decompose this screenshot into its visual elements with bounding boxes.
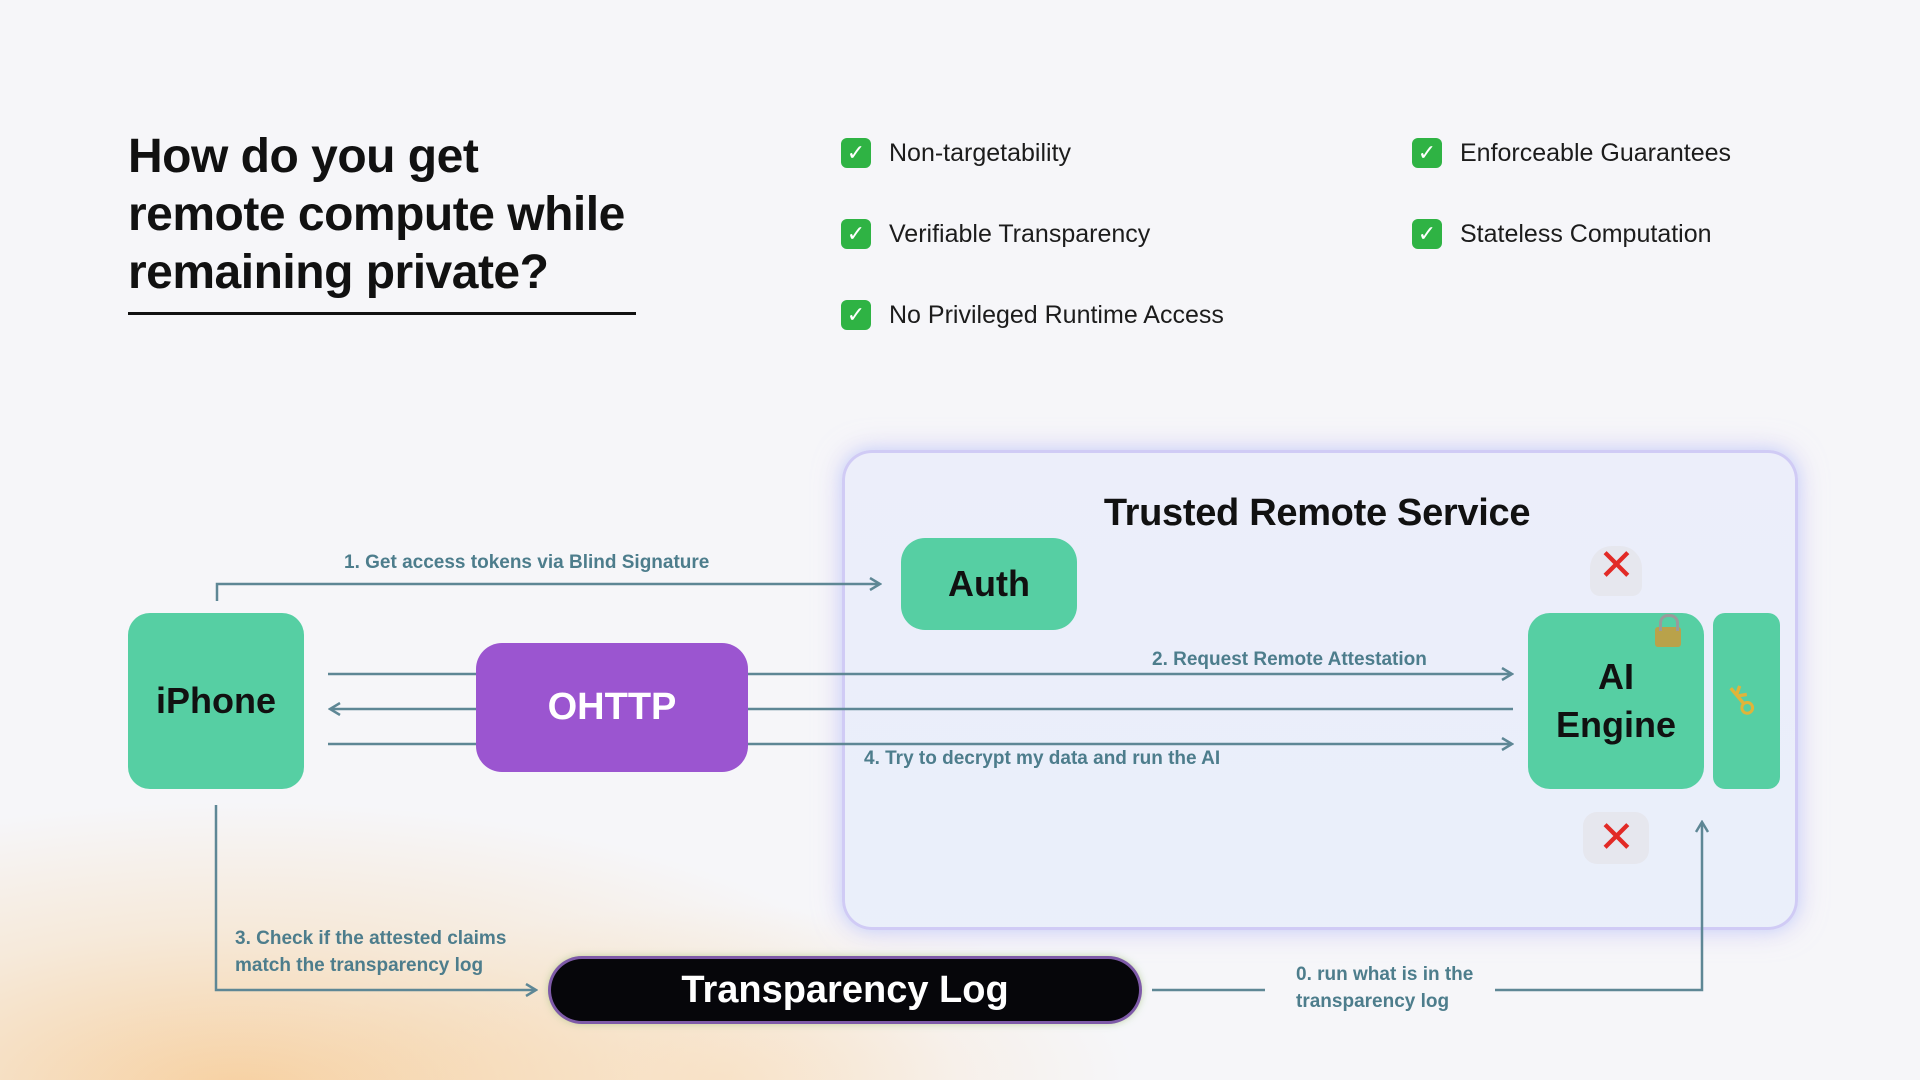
checkmark-icon: ✓ xyxy=(841,219,871,249)
title-line-3: remaining private? xyxy=(128,246,549,299)
checkmark-icon: ✓ xyxy=(841,300,871,330)
panel-title: Trusted Remote Service xyxy=(1103,492,1531,534)
page-title: How do you get remote compute while rema… xyxy=(128,128,648,302)
checklist-label: Enforceable Guarantees xyxy=(1460,138,1732,167)
step0-label-line1: 0. run what is in the xyxy=(1296,964,1474,985)
step3-label: 3. Check if the attested claims match th… xyxy=(235,925,506,979)
ai-engine-node: AI Engine xyxy=(1528,613,1704,789)
checklist-item-stateless-computation: ✓ Stateless Computation xyxy=(1412,219,1712,249)
ai-engine-label-line1: AI xyxy=(1597,656,1634,697)
transparency-log-node: Transparency Log xyxy=(551,959,1139,1021)
checklist-item-no-privileged-runtime-access: ✓ No Privileged Runtime Access xyxy=(841,300,1224,330)
storage-icon xyxy=(1583,812,1649,864)
step3-label-line1: 3. Check if the attested claims xyxy=(235,928,507,949)
checklist-label: Non-targetability xyxy=(889,138,1072,167)
checklist-item-non-targetability: ✓ Non-targetability xyxy=(841,138,1071,168)
cross-icon: ✕ xyxy=(1598,540,1635,591)
iphone-node: iPhone xyxy=(128,613,304,789)
step1-label: 1. Get access tokens via Blind Signature xyxy=(344,552,710,573)
lock-icon xyxy=(1655,614,1681,647)
step0-label-line2: transparency log xyxy=(1296,991,1450,1012)
step0-label: 0. run what is in the transparency log xyxy=(1296,961,1473,1015)
checklist-label: Stateless Computation xyxy=(1460,219,1712,248)
checklist-label: No Privileged Runtime Access xyxy=(889,300,1224,329)
checkmark-icon: ✓ xyxy=(841,138,871,168)
step4-label: 4. Try to decrypt my data and run the AI xyxy=(864,748,1221,769)
checklist-label: Verifiable Transparency xyxy=(889,219,1151,248)
checklist-item-verifiable-transparency: ✓ Verifiable Transparency xyxy=(841,219,1150,249)
arrow-step0 xyxy=(1495,822,1702,992)
title-line-2: remote compute while xyxy=(128,188,625,241)
checkmark-icon: ✓ xyxy=(1412,138,1442,168)
step3-label-line2: match the transparency log xyxy=(235,955,484,976)
cross-icon: ✕ xyxy=(1598,812,1635,863)
title-line-1: How do you get xyxy=(128,130,479,183)
arrow-step3 xyxy=(214,805,536,990)
step2-label: 2. Request Remote Attestation xyxy=(1152,649,1427,670)
key-node xyxy=(1713,613,1780,789)
auth-node: Auth xyxy=(901,538,1077,630)
arrow-step1 xyxy=(215,584,880,601)
ai-engine-label-line2: Engine xyxy=(1555,704,1676,745)
checklist-item-enforceable-guarantees: ✓ Enforceable Guarantees xyxy=(1412,138,1731,168)
ohttp-node: OHTTP xyxy=(476,643,748,772)
title-underline xyxy=(128,312,636,315)
checkmark-icon: ✓ xyxy=(1412,219,1442,249)
admin-access-icon xyxy=(1590,546,1642,596)
